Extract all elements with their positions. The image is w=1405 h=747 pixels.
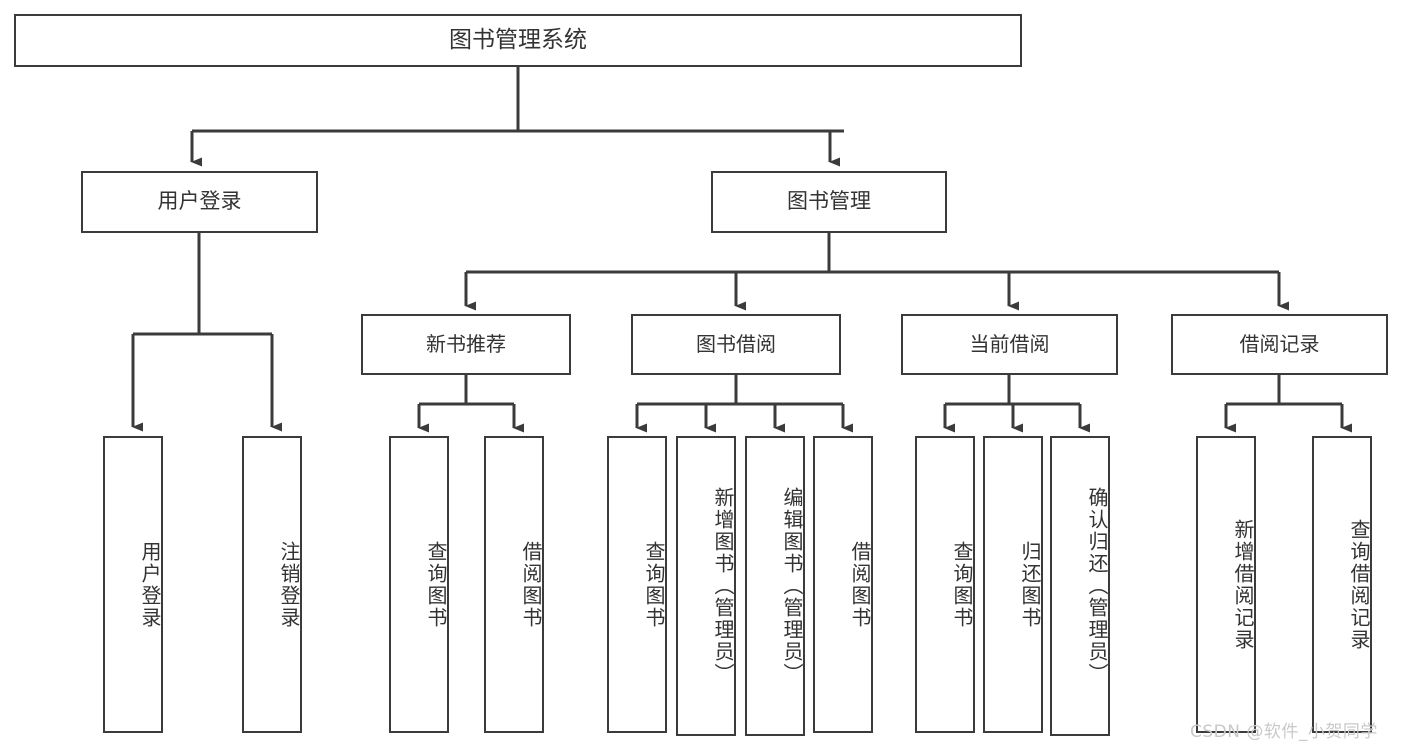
leaf-current-query-book[interactable]: 查询图书: [915, 436, 975, 733]
leaf-borrow-add-book-admin[interactable]: 新增图书（管理员）: [676, 436, 736, 736]
leaf-user-login-login[interactable]: 用户登录: [103, 436, 163, 733]
leaf-record-query-record[interactable]: 查询借阅记录: [1312, 436, 1372, 733]
node-label: 编辑图书（管理员）: [780, 487, 804, 685]
node-label: 查询图书: [950, 540, 974, 629]
node-label: 新增图书（管理员）: [711, 487, 735, 685]
node-borrow-record[interactable]: 借阅记录: [1171, 314, 1388, 375]
node-label: 借阅图书: [519, 540, 543, 629]
leaf-borrow-query-book[interactable]: 查询图书: [607, 436, 667, 733]
node-label: 用户登录: [157, 189, 242, 214]
node-label: 当前借阅: [969, 332, 1050, 357]
node-label: 查询借阅记录: [1347, 518, 1371, 651]
leaf-user-login-logout[interactable]: 注销登录: [242, 436, 302, 733]
leaf-borrow-borrow-book[interactable]: 借阅图书: [813, 436, 873, 733]
leaf-current-confirm-return-admin[interactable]: 确认归还（管理员）: [1050, 436, 1110, 736]
node-label: 查询图书: [424, 540, 448, 629]
node-label: 查询图书: [642, 540, 666, 629]
node-label: 图书借阅: [696, 332, 776, 357]
node-user-login[interactable]: 用户登录: [81, 171, 318, 233]
node-label: 用户登录: [138, 540, 162, 629]
node-book-borrow[interactable]: 图书借阅: [631, 314, 841, 375]
node-label: 图书管理: [787, 189, 871, 214]
leaf-borrow-edit-book-admin[interactable]: 编辑图书（管理员）: [745, 436, 805, 736]
node-label: 注销登录: [277, 540, 301, 629]
node-label: 新增借阅记录: [1231, 518, 1255, 651]
leaf-current-return-book[interactable]: 归还图书: [983, 436, 1043, 733]
node-label: 归还图书: [1018, 540, 1042, 629]
node-new-book-recommend[interactable]: 新书推荐: [361, 314, 571, 375]
node-current-borrow[interactable]: 当前借阅: [901, 314, 1118, 375]
leaf-new-book-query[interactable]: 查询图书: [389, 436, 449, 733]
node-label: 借阅记录: [1239, 332, 1320, 357]
node-label: 确认归还（管理员）: [1085, 487, 1109, 685]
node-label: 图书管理系统: [449, 26, 587, 53]
node-book-management[interactable]: 图书管理: [711, 171, 947, 233]
leaf-record-add-record[interactable]: 新增借阅记录: [1196, 436, 1256, 733]
leaf-new-book-borrow[interactable]: 借阅图书: [484, 436, 544, 733]
node-label: 借阅图书: [848, 540, 872, 629]
csdn-watermark: CSDN @软件_小贺同学: [1190, 722, 1378, 742]
node-label: 新书推荐: [426, 332, 506, 357]
node-root-system[interactable]: 图书管理系统: [14, 14, 1022, 67]
